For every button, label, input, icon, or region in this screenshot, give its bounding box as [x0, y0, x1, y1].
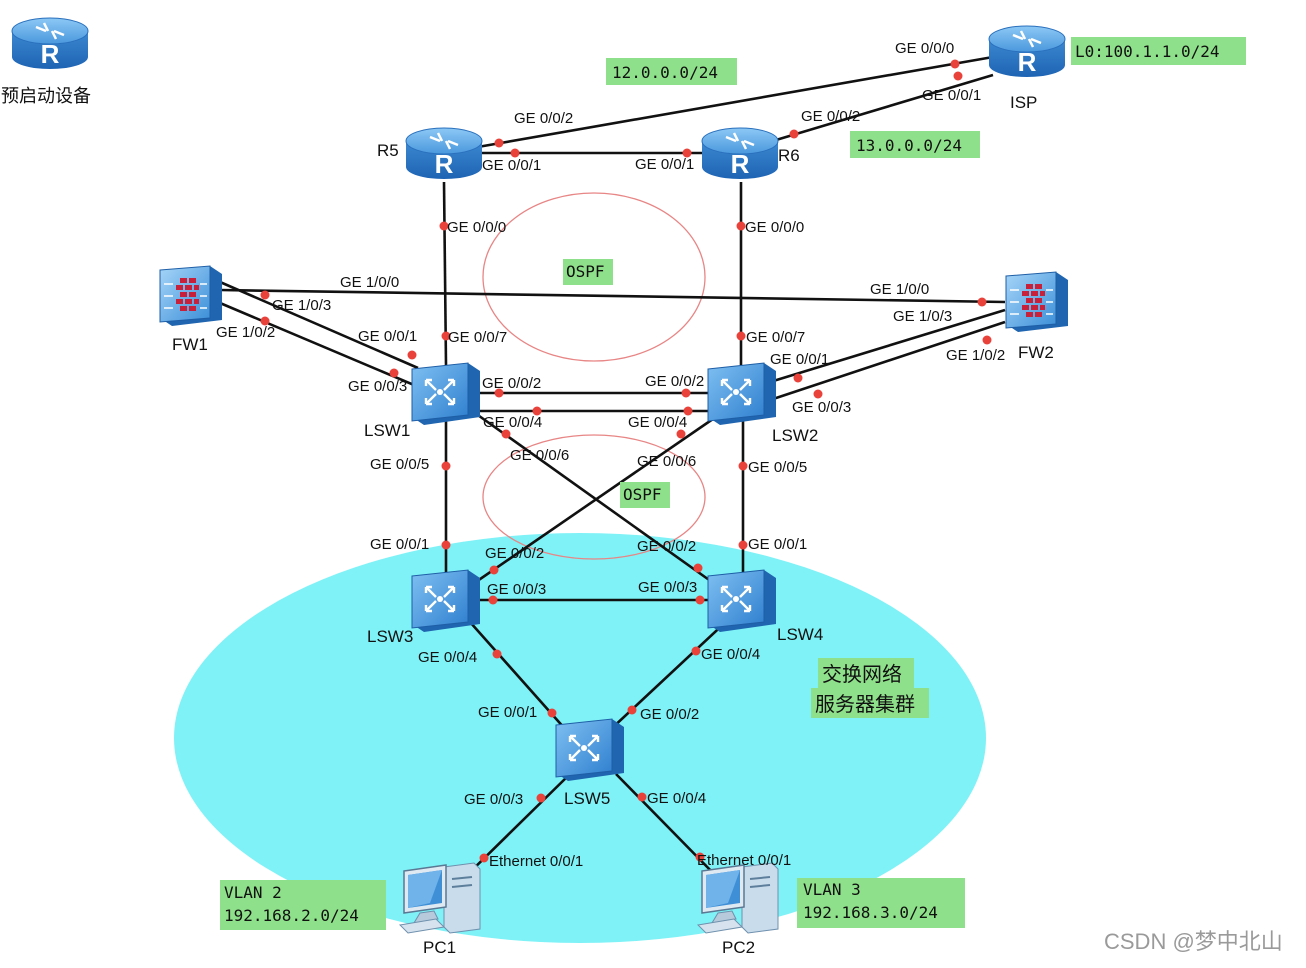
link-fw2-lsw2-b [769, 320, 1006, 402]
ospf-middle-label: OSPF [623, 485, 662, 504]
router-icon[interactable] [10, 16, 90, 71]
cluster-title-line2: 服务器集群 [815, 692, 915, 716]
port-label: GE 1/0/0 [870, 281, 929, 298]
port-label: GE 0/0/2 [640, 706, 699, 723]
port-label: GE 0/0/2 [514, 110, 573, 127]
port-label: GE 0/0/2 [482, 375, 541, 392]
port-label: GE 0/0/1 [748, 536, 807, 553]
link-fw2-lsw2-a [769, 308, 1006, 384]
prestart-device-label: 预启动设备 [1, 86, 91, 106]
link-fw1-lsw1-a [219, 280, 419, 370]
port-label: GE 0/0/5 [748, 459, 807, 476]
port-label: GE 0/0/1 [478, 704, 537, 721]
port-labels: GE 0/0/0 GE 0/0/1 GE 0/0/2 GE 0/0/2 GE 0… [216, 40, 1005, 870]
device-label-r5: R5 [377, 141, 399, 160]
port-label: Ethernet 0/0/1 [489, 853, 583, 870]
port-label: GE 0/0/4 [628, 414, 687, 431]
link-lsw5-pc1 [461, 773, 571, 881]
port-label: GE 1/0/2 [946, 347, 1005, 364]
device-label-lsw2: LSW2 [772, 426, 818, 445]
port-label: GE 0/0/7 [448, 329, 507, 346]
l3-switch-icon[interactable] [554, 717, 626, 783]
port-label: GE 0/0/3 [638, 579, 697, 596]
link-lsw1-lsw4 [474, 411, 713, 584]
port-label: GE 0/0/0 [745, 219, 804, 236]
port-label: GE 0/0/1 [770, 351, 829, 368]
vlan3-subnet: 192.168.3.0/24 [803, 903, 938, 922]
port-label: GE 0/0/3 [464, 791, 523, 808]
port-label: GE 1/0/2 [216, 324, 275, 341]
vlan3-label: VLAN 3 [803, 880, 861, 899]
port-label: GE 0/0/4 [701, 646, 760, 663]
device-label-lsw5: LSW5 [564, 789, 610, 808]
firewall-icon[interactable] [1005, 271, 1069, 333]
router-icon[interactable] [404, 126, 484, 181]
links [219, 55, 1006, 881]
port-label: GE 1/0/0 [340, 274, 399, 291]
router-icon[interactable] [987, 24, 1067, 79]
pc-icon[interactable] [697, 862, 779, 934]
port-label: GE 0/0/3 [348, 378, 407, 395]
port-label: GE 0/0/2 [485, 545, 544, 562]
ospf-area-ring-top [482, 192, 706, 362]
port-label: GE 0/0/6 [637, 453, 696, 470]
device-label-pc1: PC1 [423, 938, 456, 957]
link-fw1-fw2 [219, 288, 1006, 304]
net-13-label: 13.0.0.0/24 [856, 136, 962, 155]
link-lsw2-lsw3 [469, 408, 727, 588]
port-label: GE 0/0/6 [510, 447, 569, 464]
ospf-top-label: OSPF [566, 262, 605, 281]
port-label: GE 1/0/3 [272, 297, 331, 314]
port-label: GE 0/0/3 [487, 581, 546, 598]
port-label: GE 0/0/3 [792, 399, 851, 416]
device-labels: 预启动设备 R5 R6 ISP FW1 FW2 LSW1 LSW2 LSW3 L… [1, 86, 1054, 957]
port-label: GE 0/0/4 [483, 414, 542, 431]
l3-switch-icon[interactable] [706, 361, 778, 427]
vlan2-label: VLAN 2 [224, 883, 282, 902]
port-label: GE 0/0/2 [637, 538, 696, 555]
port-label: GE 1/0/3 [893, 308, 952, 325]
port-label: GE 0/0/2 [801, 108, 860, 125]
device-label-isp: ISP [1010, 93, 1037, 112]
l3-switch-icon[interactable] [410, 361, 482, 427]
port-label: GE 0/0/1 [922, 87, 981, 104]
l3-switch-icon[interactable] [410, 568, 482, 634]
link-r5-isp [471, 55, 994, 150]
isp-loopback-label: L0:100.1.1.0/24 [1075, 42, 1220, 61]
watermark: CSDN @梦中北山 [1104, 929, 1283, 954]
port-label: GE 0/0/5 [370, 456, 429, 473]
port-label: GE 0/0/1 [635, 156, 694, 173]
firewall-icon[interactable] [159, 265, 223, 327]
net-12-label: 12.0.0.0/24 [612, 63, 718, 82]
vlan2-subnet: 192.168.2.0/24 [224, 906, 359, 925]
port-label: GE 0/0/0 [895, 40, 954, 57]
port-dots [260, 59, 992, 863]
ospf-area-ring-middle [482, 434, 706, 560]
port-label: GE 0/0/0 [447, 219, 506, 236]
device-label-fw1: FW1 [172, 335, 208, 354]
pc-icon[interactable] [399, 862, 481, 934]
device-label-pc2: PC2 [722, 938, 755, 957]
device-label-r6: R6 [778, 146, 800, 165]
port-label: GE 0/0/4 [418, 649, 477, 666]
link-fw1-lsw1-b [219, 301, 415, 387]
device-label-lsw1: LSW1 [364, 421, 410, 440]
router-icon[interactable] [700, 126, 780, 181]
cluster-title-line1: 交换网络 [822, 662, 902, 686]
port-label: GE 0/0/2 [645, 373, 704, 390]
device-label-lsw3: LSW3 [367, 627, 413, 646]
port-label: Ethernet 0/0/1 [697, 852, 791, 869]
network-labels: 12.0.0.0/24 13.0.0.0/24 L0:100.1.1.0/24 … [220, 37, 1246, 930]
port-label: GE 0/0/7 [746, 329, 805, 346]
port-label: GE 0/0/1 [370, 536, 429, 553]
port-label: GE 0/0/1 [482, 157, 541, 174]
link-r6-isp [775, 73, 994, 142]
port-label: GE 0/0/1 [358, 328, 417, 345]
l3-switch-icon[interactable] [706, 568, 778, 634]
device-label-fw2: FW2 [1018, 343, 1054, 362]
port-label: GE 0/0/4 [647, 790, 706, 807]
device-label-lsw4: LSW4 [777, 625, 823, 644]
